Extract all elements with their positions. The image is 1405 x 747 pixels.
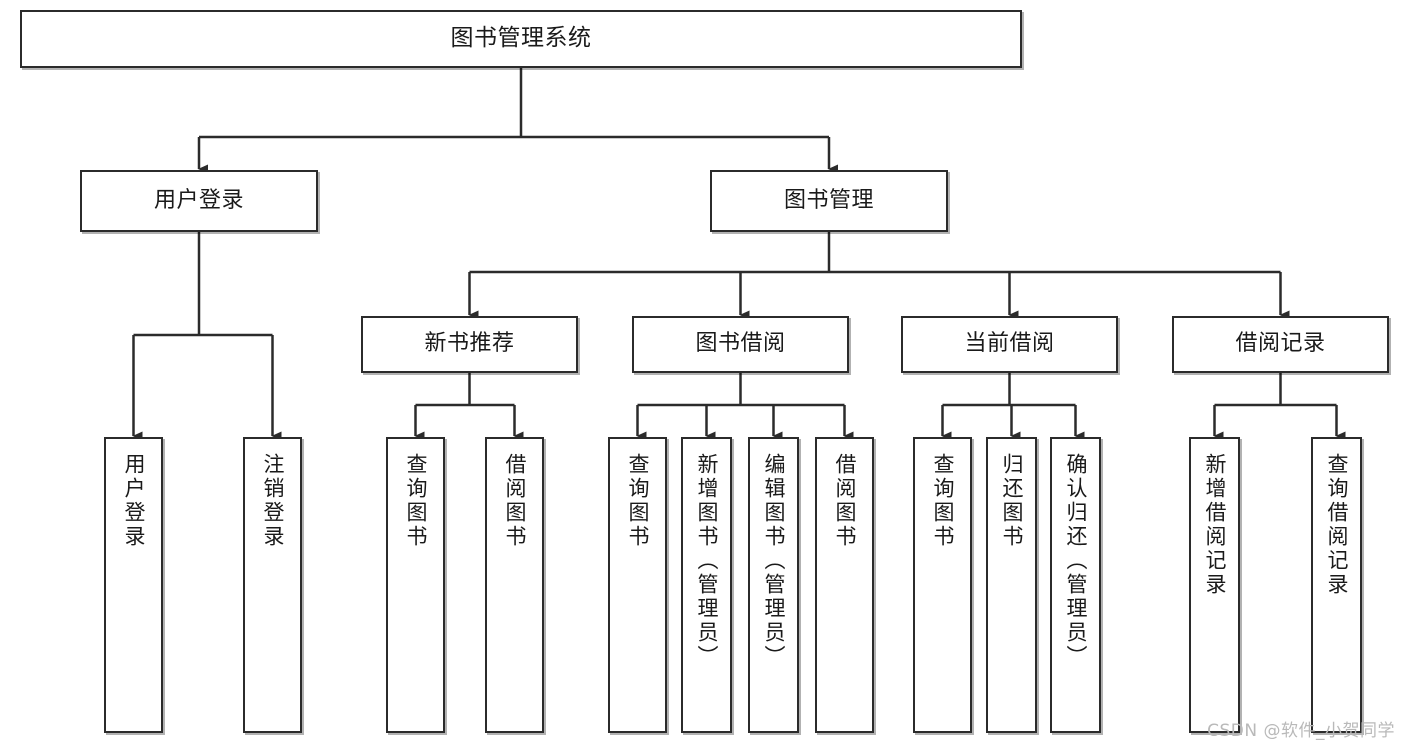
- node-leaf-query-book-3[interactable]: 查询图书: [913, 437, 972, 733]
- node-current-borrow[interactable]: 当前借阅: [901, 316, 1118, 373]
- node-label: 确认归还（管理员）: [1064, 453, 1088, 669]
- node-leaf-user-login[interactable]: 用户登录: [104, 437, 163, 733]
- node-label: 查询借阅记录: [1325, 453, 1349, 597]
- node-leaf-edit-book[interactable]: 编辑图书（管理员）: [748, 437, 799, 733]
- node-label: 图书管理: [783, 187, 874, 213]
- node-root[interactable]: 图书管理系统: [20, 10, 1022, 68]
- node-label: 借阅图书: [833, 453, 857, 549]
- node-leaf-query-book-2[interactable]: 查询图书: [608, 437, 667, 733]
- node-leaf-borrow-book-2[interactable]: 借阅图书: [815, 437, 874, 733]
- node-label: 查询图书: [931, 453, 955, 549]
- node-label: 新书推荐: [424, 331, 515, 357]
- node-leaf-borrow-book-1[interactable]: 借阅图书: [485, 437, 544, 733]
- node-leaf-query-book-1[interactable]: 查询图书: [386, 437, 445, 733]
- node-borrow-record[interactable]: 借阅记录: [1172, 316, 1389, 373]
- node-label: 图书管理系统: [450, 25, 592, 52]
- node-label: 查询图书: [404, 453, 428, 549]
- node-label: 新增图书（管理员）: [695, 453, 719, 669]
- node-label: 注销登录: [261, 453, 285, 549]
- node-label: 新增借阅记录: [1203, 453, 1227, 597]
- node-label: 借阅图书: [503, 453, 527, 549]
- node-label: 借阅记录: [1235, 331, 1326, 357]
- node-leaf-return-book[interactable]: 归还图书: [986, 437, 1037, 733]
- node-leaf-logout[interactable]: 注销登录: [243, 437, 302, 733]
- node-book-manage[interactable]: 图书管理: [710, 170, 948, 232]
- node-leaf-add-record[interactable]: 新增借阅记录: [1189, 437, 1240, 733]
- node-leaf-confirm-ret[interactable]: 确认归还（管理员）: [1050, 437, 1101, 733]
- node-label: 查询图书: [626, 453, 650, 549]
- node-label: 图书借阅: [695, 331, 786, 357]
- node-book-borrow[interactable]: 图书借阅: [632, 316, 849, 373]
- edge-paths: [132, 68, 1346, 441]
- node-label: 编辑图书（管理员）: [762, 453, 786, 669]
- node-new-book-rec[interactable]: 新书推荐: [361, 316, 578, 373]
- node-leaf-add-book[interactable]: 新增图书（管理员）: [681, 437, 732, 733]
- node-user-login[interactable]: 用户登录: [80, 170, 318, 232]
- node-label: 用户登录: [153, 187, 244, 213]
- watermark-label: CSDN @软件_小贺同学: [1207, 721, 1395, 741]
- node-label: 当前借阅: [964, 331, 1055, 357]
- node-label: 归还图书: [1000, 453, 1024, 549]
- node-leaf-query-record[interactable]: 查询借阅记录: [1311, 437, 1362, 733]
- node-label: 用户登录: [122, 453, 146, 549]
